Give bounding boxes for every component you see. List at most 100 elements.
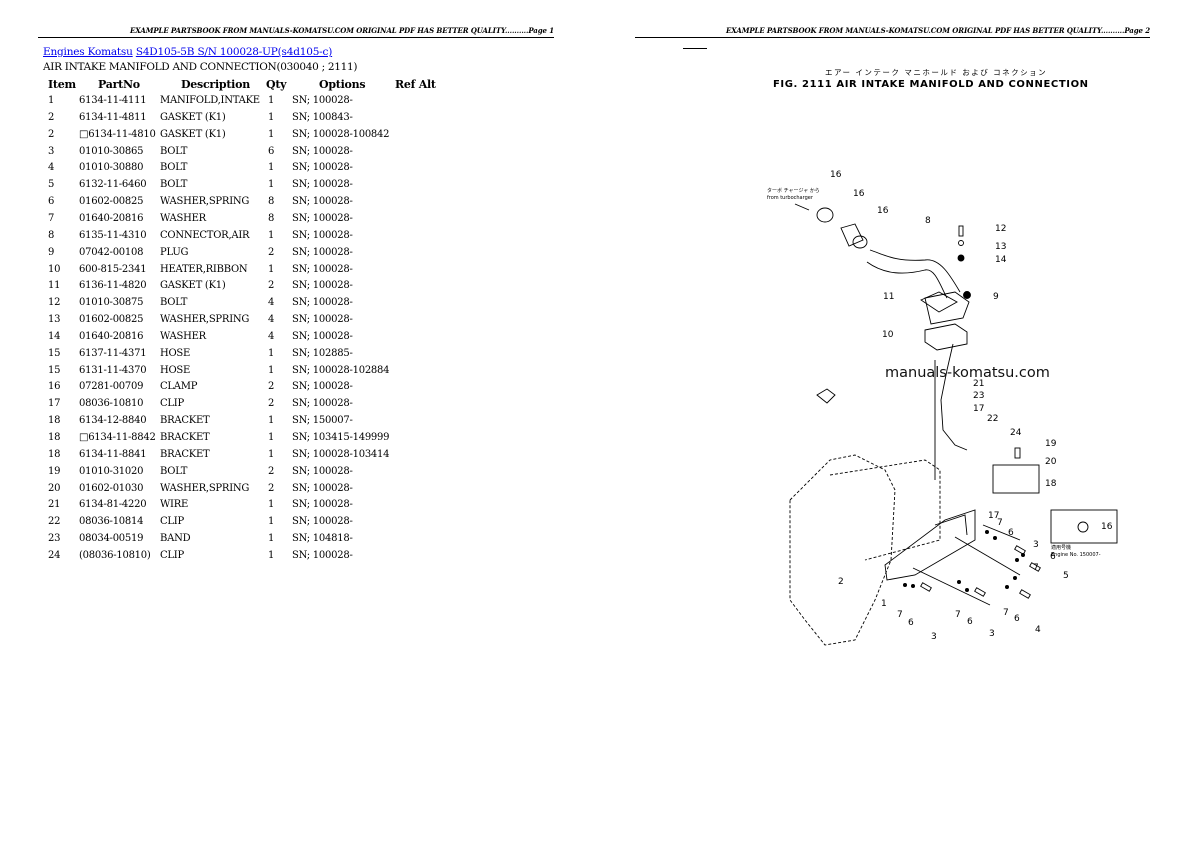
description-cell: BOLT [160, 145, 188, 157]
svg-text:19: 19 [1045, 439, 1057, 449]
options-cell: SN; 104818- [292, 533, 353, 545]
item-cell: 5 [48, 179, 55, 191]
options-cell: SN; 100028-103414 [292, 448, 390, 460]
partno-cell: 01640-20816 [79, 212, 144, 224]
svg-text:16: 16 [1101, 522, 1113, 532]
qty-cell: 4 [268, 330, 275, 342]
column-header-options: Options [319, 78, 366, 91]
description-cell: HEATER,RIBBON [160, 263, 248, 275]
figure-title-japanese: エアー インテーク マニホールド および コネクション [825, 68, 1048, 77]
description-cell: GASKET (K1) [160, 280, 226, 292]
qty-cell: 1 [268, 533, 275, 545]
description-cell: CLIP [160, 398, 184, 410]
options-cell: SN; 100028- [292, 549, 353, 561]
svg-text:3: 3 [1033, 540, 1039, 550]
qty-cell: 2 [268, 482, 275, 494]
partno-cell: 6135-11-4310 [79, 229, 147, 241]
svg-text:17: 17 [988, 511, 999, 521]
item-cell: 21 [48, 499, 61, 511]
item-cell: 16 [48, 381, 61, 393]
qty-cell: 1 [268, 179, 275, 191]
partno-cell: 07281-00709 [79, 381, 144, 393]
description-cell: BAND [160, 533, 191, 545]
qty-cell: 6 [268, 145, 275, 157]
exploded-parts-diagram: 16 16 16 8 12 13 14 9 11 10 21 23 17 22 … [767, 170, 1118, 646]
item-cell: 18 [48, 415, 61, 427]
item-cell: 18 [48, 448, 61, 460]
item-cell: 20 [48, 482, 61, 494]
partno-cell: 01010-30865 [79, 145, 144, 157]
description-cell: CONNECTOR,AIR [160, 229, 250, 241]
item-cell: 7 [48, 212, 55, 224]
item-cell: 2 [48, 128, 55, 140]
description-cell: WASHER,SPRING [160, 196, 250, 208]
options-cell: SN; 100028- [292, 465, 353, 477]
item-cell: 15 [48, 347, 61, 359]
svg-text:9: 9 [993, 292, 999, 302]
breadcrumb-link-model[interactable]: S4D105-5B S/N 100028-UP(s4d105-c) [135, 46, 333, 58]
partno-cell: 6131-11-4370 [79, 364, 147, 376]
svg-text:6: 6 [1050, 552, 1056, 562]
options-cell: SN; 100028- [292, 314, 353, 326]
options-cell: SN; 100028- [292, 398, 353, 410]
svg-text:22: 22 [987, 414, 998, 424]
description-cell: MANIFOLD,INTAKE [160, 95, 260, 106]
svg-text:24: 24 [1010, 428, 1022, 438]
description-cell: WASHER,SPRING [160, 314, 250, 326]
item-cell: 19 [48, 465, 61, 477]
item-cell: 9 [48, 246, 55, 258]
options-cell: SN; 150007- [292, 415, 353, 427]
svg-text:16: 16 [853, 189, 865, 199]
partno-cell: 01602-01030 [79, 482, 144, 494]
breadcrumb-link-engines-komatsu[interactable]: Engines Komatsu [43, 46, 133, 58]
svg-text:6: 6 [1014, 614, 1020, 624]
svg-text:10: 10 [882, 330, 894, 340]
qty-cell: 1 [268, 128, 275, 140]
partno-cell: 6134-81-4220 [79, 499, 147, 511]
svg-text:12: 12 [995, 224, 1006, 234]
item-cell: 14 [48, 330, 61, 342]
item-cell: 8 [48, 229, 55, 241]
svg-text:6: 6 [1008, 528, 1014, 538]
options-cell: SN; 100028- [292, 297, 353, 309]
column-header-description: Description [181, 78, 250, 91]
qty-cell: 1 [268, 448, 275, 460]
svg-text:13: 13 [995, 242, 1006, 252]
partno-cell: 6134-12-8840 [79, 415, 147, 427]
options-cell: SN; 100028-102884 [292, 364, 390, 376]
item-cell: 17 [48, 398, 61, 410]
page-1: EXAMPLE PARTSBOOK FROM MANUALS-KOMATSU.C… [38, 26, 555, 561]
description-cell: BRACKET [160, 432, 210, 443]
svg-text:21: 21 [973, 379, 984, 389]
partno-cell: 07042-00108 [79, 246, 144, 258]
options-cell: SN; 100028- [292, 95, 353, 106]
svg-text:Engine No. 150007-: Engine No. 150007- [1051, 552, 1101, 558]
description-cell: HOSE [160, 347, 191, 359]
options-cell: SN; 100028- [292, 381, 353, 393]
options-cell: SN; 100028- [292, 263, 353, 275]
options-cell: SN; 103415-149999 [292, 432, 390, 443]
options-cell: SN; 100028- [292, 482, 353, 494]
description-cell: BOLT [160, 162, 188, 174]
options-cell: SN; 100028- [292, 280, 353, 292]
options-cell: SN; 100028-100842 [292, 128, 390, 140]
qty-cell: 1 [268, 516, 275, 528]
qty-cell: 2 [268, 280, 275, 292]
description-cell: PLUG [160, 246, 189, 258]
options-cell: SN; 100028- [292, 246, 353, 258]
partno-cell: 600-815-2341 [79, 263, 147, 275]
svg-text:1: 1 [881, 599, 887, 609]
item-cell: 4 [48, 162, 55, 174]
description-cell: CLIP [160, 549, 184, 561]
svg-text:7: 7 [1003, 608, 1009, 618]
description-cell: WASHER [160, 212, 206, 224]
description-cell: BOLT [160, 465, 188, 477]
qty-cell: 1 [268, 364, 275, 376]
description-cell: WASHER [160, 330, 206, 342]
item-cell: 10 [48, 263, 61, 275]
partno-cell: 6134-11-8841 [79, 448, 147, 460]
partno-cell: □6134-11-4810 [79, 128, 156, 140]
svg-text:16: 16 [877, 206, 889, 216]
qty-cell: 1 [268, 432, 275, 443]
options-cell: SN; 100028- [292, 196, 353, 208]
